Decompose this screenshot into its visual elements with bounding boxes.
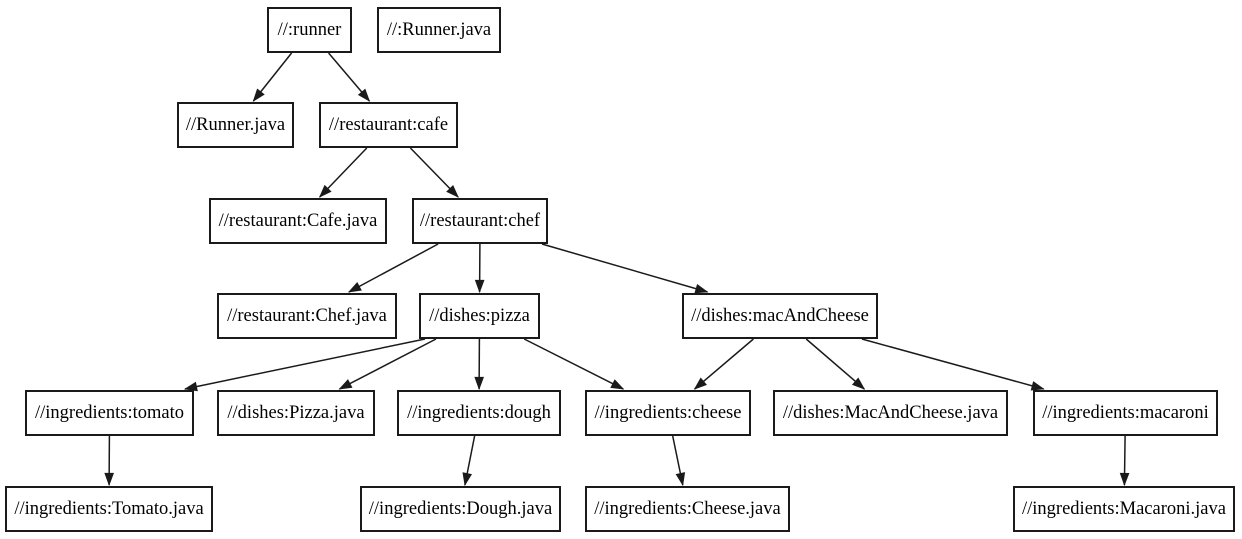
graph-node-runner: //:runner — [267, 7, 352, 53]
edge-dishes-pizza-to-pizza-java — [338, 338, 437, 390]
graph-node-cafe-java: //restaurant:Cafe.java — [209, 198, 387, 244]
graph-node-tomato-java: //ingredients:Tomato.java — [5, 486, 213, 532]
graph-node-cheese-java: //ingredients:Cheese.java — [585, 486, 790, 532]
graph-node-ingr-macaroni: //ingredients:macaroni — [1033, 390, 1218, 436]
edge-dishes-macandcheese-to-ingr-macaroni — [861, 338, 1045, 391]
edge-ingr-macaroni-to-macaroni-java — [1119, 435, 1130, 487]
edge-dishes-macandcheese-to-ingr-cheese — [693, 338, 754, 390]
graph-node-dishes-pizza: //dishes:pizza — [419, 293, 540, 339]
graph-node-restaurant-chef: //restaurant:chef — [412, 198, 548, 244]
edge-ingr-dough-to-dough-java — [462, 435, 476, 487]
edge-ingr-cheese-to-cheese-java — [671, 435, 686, 487]
graph-node-ingr-cheese: //ingredients:cheese — [585, 390, 751, 436]
graph-node-chef-java: //restaurant:Chef.java — [217, 293, 397, 339]
graph-node-restaurant-cafe: //restaurant:cafe — [319, 102, 458, 148]
edge-restaurant-chef-to-dishes-macandcheese — [541, 243, 709, 294]
graph-node-ingr-tomato: //ingredients:tomato — [25, 390, 194, 436]
graph-node-dishes-macandcheese: //dishes:macAndCheese — [682, 293, 878, 339]
graph-node-root-runner-java: //:Runner.java — [377, 7, 501, 53]
edge-dishes-macandcheese-to-macandcheese-java — [805, 338, 866, 390]
graph-node-macandcheese-java: //dishes:MacAndCheese.java — [773, 390, 1008, 436]
edge-restaurant-chef-to-chef-java — [347, 243, 439, 293]
edge-restaurant-cafe-to-cafe-java — [318, 147, 368, 198]
edge-dishes-pizza-to-ingr-tomato — [183, 338, 426, 392]
graph-node-runner-java: //Runner.java — [177, 102, 294, 148]
edge-dishes-pizza-to-ingr-cheese — [523, 338, 625, 390]
graph-node-macaroni-java: //ingredients:Macaroni.java — [1013, 486, 1235, 532]
graph-node-dough-java: //ingredients:Dough.java — [360, 486, 561, 532]
edge-restaurant-cafe-to-restaurant-chef — [409, 147, 459, 198]
graph-node-ingr-dough: //ingredients:dough — [397, 390, 561, 436]
edge-runner-to-restaurant-cafe — [328, 52, 371, 102]
edge-runner-to-runner-java — [252, 52, 293, 102]
graph-node-pizza-java: //dishes:Pizza.java — [217, 390, 375, 436]
